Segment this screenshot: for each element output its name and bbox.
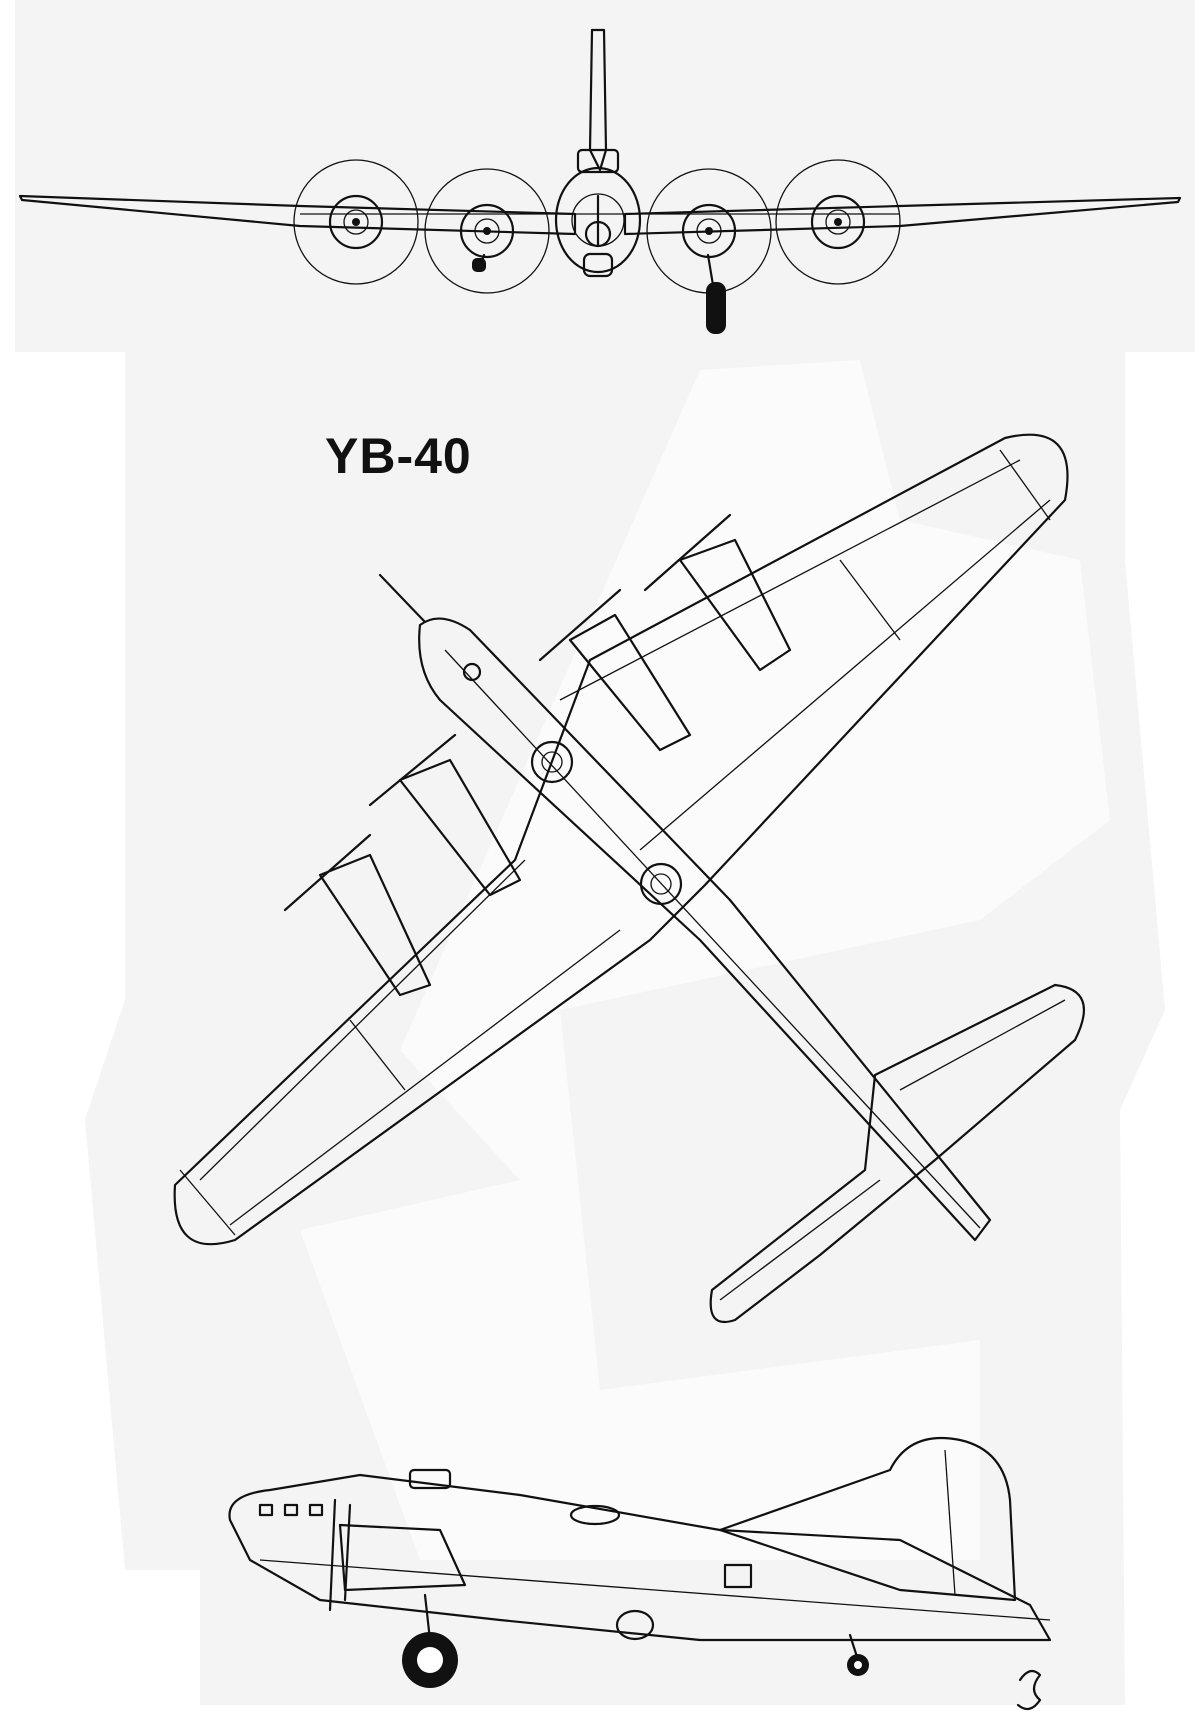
front-view bbox=[18, 28, 1182, 334]
backdrop bbox=[15, 0, 1195, 1705]
side-landing-gear bbox=[402, 1593, 869, 1688]
top-fuselage bbox=[418, 617, 992, 1242]
front-wing-right bbox=[623, 196, 1182, 236]
front-wing-left bbox=[18, 194, 577, 236]
propeller-disc bbox=[424, 168, 550, 294]
top-wing bbox=[173, 433, 1069, 1246]
mid-turret bbox=[639, 862, 683, 906]
propeller-disc bbox=[293, 159, 419, 285]
top-engines bbox=[283, 513, 792, 997]
aircraft-title: YB-40 bbox=[325, 428, 472, 484]
top-turret bbox=[530, 740, 574, 784]
side-fuselage bbox=[228, 1473, 1052, 1642]
side-ball-turret bbox=[615, 1609, 655, 1641]
front-chin-turret bbox=[582, 252, 614, 278]
front-landing-gear bbox=[472, 253, 726, 334]
side-view bbox=[228, 1436, 1052, 1688]
front-vertical-tail bbox=[588, 28, 608, 172]
top-horizontal-stabilizer bbox=[709, 983, 1085, 1323]
front-engines bbox=[293, 159, 901, 294]
wing-panel-lines bbox=[179, 449, 1051, 1236]
side-top-turret bbox=[408, 1468, 452, 1490]
propeller-disc bbox=[775, 159, 901, 285]
side-vertical-tail bbox=[718, 1436, 1017, 1602]
artist-signature bbox=[1016, 1669, 1042, 1711]
top-view bbox=[173, 433, 1085, 1323]
